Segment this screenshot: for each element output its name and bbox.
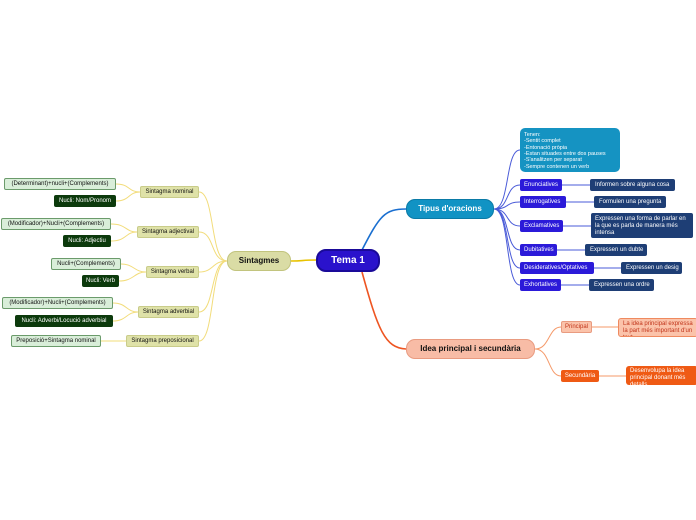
sintagma-adverbial-structure[interactable]: (Modificador)+Nucli+(Complements) xyxy=(2,297,113,309)
sintagma-verbal-node[interactable]: Sintagma verbal xyxy=(146,266,199,278)
exhortatives-desc[interactable]: Expressen una ordre xyxy=(589,279,654,291)
sintagma-preposicional-node[interactable]: Sintagma preposicional xyxy=(126,335,199,347)
sintagma-adjectival-nucli[interactable]: Nucli: Adjectiu xyxy=(63,235,111,247)
enunciatives-node[interactable]: Enunciatives xyxy=(520,179,562,191)
tipus-oracions-note[interactable]: Tenen: -Sentit complet -Entonació pròpia… xyxy=(520,128,620,172)
secundaria-node[interactable]: Secundària xyxy=(561,370,599,382)
topic-sintagmes[interactable]: Sintagmes xyxy=(227,251,291,271)
sintagma-verbal-structure[interactable]: Nucli+(Complements) xyxy=(51,258,121,270)
note-line: -Sempre contenen un verb xyxy=(524,163,590,170)
sintagma-nominal-structure[interactable]: (Determinant)+nucli+(Complements) xyxy=(4,178,116,190)
enunciatives-desc[interactable]: Informen sobre alguna cosa xyxy=(590,179,675,191)
sintagma-verbal-nucli[interactable]: Nucli: Verb xyxy=(82,275,119,287)
sintagma-adjectival-node[interactable]: Sintagma adjectival xyxy=(137,226,199,238)
note-line: -Estan situades entre dos pauses xyxy=(524,150,606,157)
exclamatives-node[interactable]: Exclamatives xyxy=(520,220,563,232)
topic-tipus-oracions[interactable]: Tipus d'oracions xyxy=(406,199,494,219)
exclamatives-desc[interactable]: Expressen una forma de parlar en la que … xyxy=(591,213,693,238)
desideratives-desc[interactable]: Expressen un desig xyxy=(621,262,682,274)
dubitatives-node[interactable]: Dubitatives xyxy=(520,244,557,256)
sintagma-nominal-node[interactable]: Sintagma nominal xyxy=(140,186,199,198)
principal-node[interactable]: Principal xyxy=(561,321,592,333)
sintagma-preposicional-structure[interactable]: Preposició+Sintagma nominal xyxy=(11,335,101,347)
note-line: -Sentit complet xyxy=(524,138,561,145)
topic-idea-principal-secundaria[interactable]: Idea principal i secundària xyxy=(406,339,535,359)
principal-desc[interactable]: La idea principal expressa la part més i… xyxy=(618,318,696,337)
dubitatives-desc[interactable]: Expressen un dubte xyxy=(585,244,647,256)
exhortatives-node[interactable]: Exhortatives xyxy=(520,279,561,291)
sintagma-adjectival-structure[interactable]: (Modificador)+Nucli+(Complements) xyxy=(1,218,111,230)
sintagma-adverbial-nucli[interactable]: Nucli: Adverbi/Locució adverbial xyxy=(15,315,113,327)
desideratives-node[interactable]: Desideratives/Optatives xyxy=(520,262,594,274)
secundaria-desc[interactable]: Desenvolupa la idea principal donant més… xyxy=(626,366,696,385)
note-line: -S'analitzen per separat xyxy=(524,157,582,164)
sintagma-nominal-nucli[interactable]: Nucli: Nom/Pronom xyxy=(54,195,116,207)
interrogatives-node[interactable]: Interrogatives xyxy=(520,196,566,208)
sintagma-adverbial-node[interactable]: Sintagma adverbial xyxy=(138,306,199,318)
note-line: -Entonació pròpia xyxy=(524,144,568,151)
interrogatives-desc[interactable]: Formulen una pregunta xyxy=(594,196,666,208)
note-line: Tenen: xyxy=(524,132,541,138)
root-topic[interactable]: Tema 1 xyxy=(316,249,380,272)
